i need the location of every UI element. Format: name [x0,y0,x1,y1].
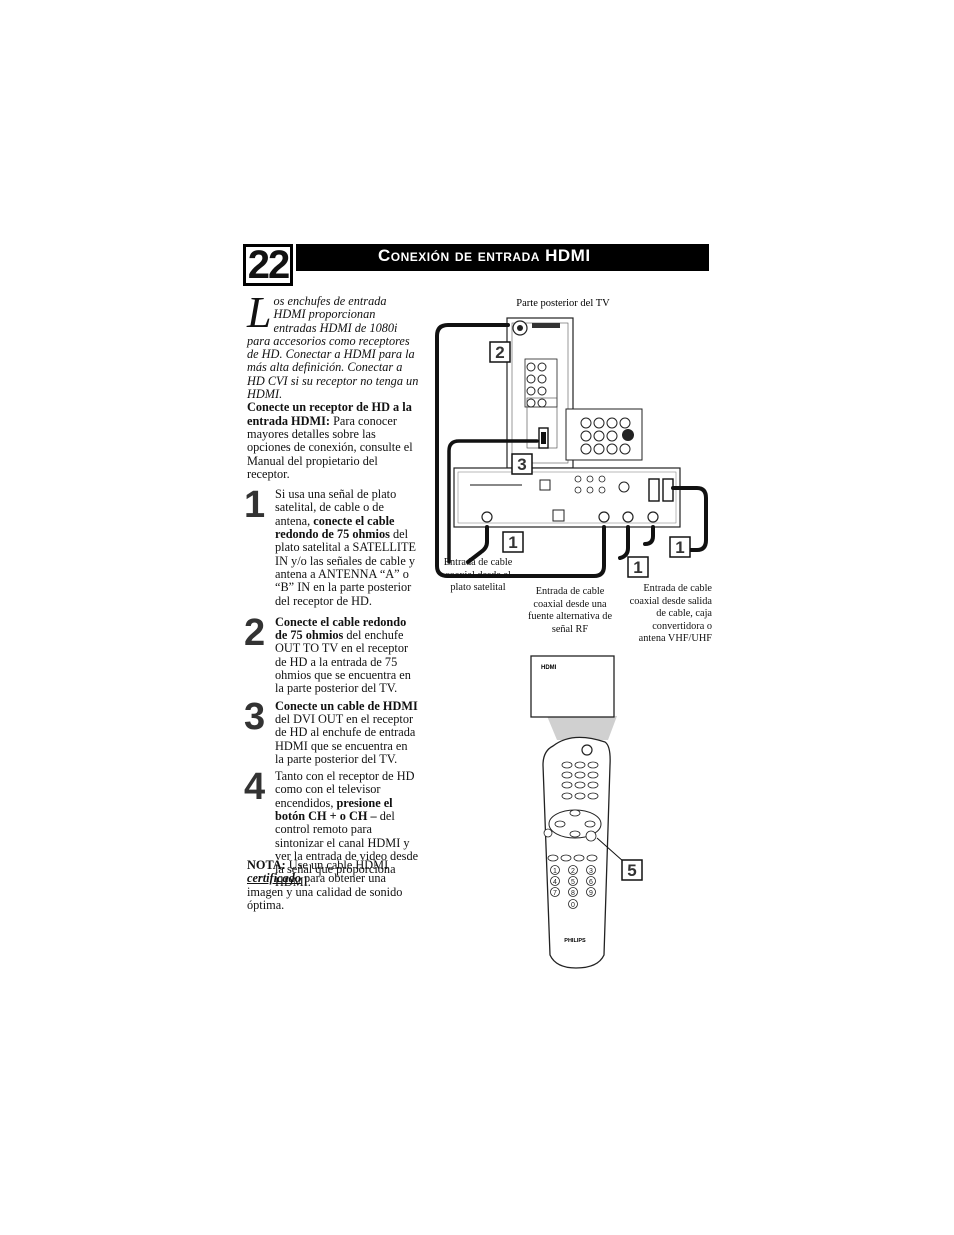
callout-5: 5 [621,859,643,881]
lead-text: Para conocer mayores detalles sobre las … [247,413,413,481]
cable-antenna-a [618,525,630,560]
intro-text: os enchufes de entrada HDMI proporcionan… [247,294,419,402]
step-2-text-b: del enchufe OUT TO TV en el receptor de … [275,628,411,696]
step-number-3: 3 [244,695,266,738]
remote-key-7[interactable]: 7 [553,890,557,897]
step-2-bold: Conecte el cable redondo de 75 ohmios [275,614,407,643]
step-1-text-a: Si usa una señal de plato satelital, de … [275,487,397,528]
step-1-bold: conecte el cable redondo de 75 ohmios [275,513,395,542]
caption-rf: Entrada de cable coaxial desde una fuent… [527,586,613,635]
hd-receiver [453,467,681,528]
receiver-out-to-tv [598,511,610,523]
remote-key-3[interactable]: 3 [589,868,593,875]
callout-1-antenna-b: 1 [669,536,691,558]
tv-screen: HDMI [530,655,617,740]
note-label: NOTA: [247,858,286,872]
tv-back-label: Parte posterior del TV [516,298,610,309]
step-4-bold: presione el botón CH + o CH – [275,795,393,823]
remote-key-1[interactable]: 1 [553,868,557,875]
remote-key-0[interactable]: 0 [571,902,575,909]
callout-1-satellite: 1 [502,531,524,553]
remote-key-6[interactable]: 6 [589,879,593,886]
cable-b-stub [643,525,655,546]
cables [435,323,708,578]
step-4-text-b: del control remoto para sintonizar el ca… [275,808,419,890]
title-bar: Conexión de entrada HDMI [296,244,709,271]
lead-bold: Conecte un receptor de HD a la entrada H… [247,400,412,428]
step-3-text-b: del DVI OUT en el receptor de HD al ench… [275,711,416,766]
caption-cable: Entrada de cable coaxial desde salida de… [629,583,712,644]
note-text-a: Use un cable HDMI [285,858,389,872]
cable-satellite [466,525,489,564]
callout-5-pointer [596,837,625,863]
remote-ch-button[interactable] [585,830,597,842]
screen-label: HDMI [541,665,557,671]
remote-power-button[interactable] [581,744,593,756]
tv-back-panel [506,317,574,469]
note-emphasis: certificado [247,871,301,886]
step-2: 2 Conecte el cable redondo de 75 ohmios … [244,611,419,696]
receiver-satellite-in [481,511,493,523]
callout-1-antenna-a: 1 [627,556,649,578]
svg-text:2: 2 [495,343,504,362]
step-4: 4 Tanto con el receptor de HD como con e… [244,766,419,890]
tv-av-panel [565,408,643,461]
remote-key-9[interactable]: 9 [589,890,593,897]
remote-brand-logo: PHILIPS [564,938,586,944]
lead-paragraph: Conecte un receptor de HD a la entrada H… [247,401,419,481]
step-number-1: 1 [244,484,266,527]
svg-text:1: 1 [508,533,517,552]
drop-cap: L [247,288,272,337]
caption-satellite: Entrada de cable coaxial desde el plato … [443,557,513,593]
note-text-b: para obtener una imagen y una calidad de… [247,871,403,912]
cable-out-to-tv [435,323,606,578]
step-3: 3 Conecte un cable de HDMI del DVI OUT e… [244,695,419,766]
step-3-bold: Conecte un cable de HDMI [275,698,418,713]
remote-key-8[interactable]: 8 [571,890,575,897]
page-title: Conexión de entrada HDMI [378,246,591,265]
svg-text:1: 1 [675,538,684,557]
step-number-4: 4 [244,766,266,809]
cable-antenna-b [671,486,708,552]
svg-text:3: 3 [517,455,526,474]
remote-key-5[interactable]: 5 [571,879,575,886]
step-number-2: 2 [244,611,266,654]
page-number: 22 [243,244,293,286]
svg-text:1: 1 [633,558,642,577]
callout-2: 2 [489,341,511,363]
receiver-antenna-b [647,511,659,523]
step-1: 1 Si usa una señal de plato satelital, d… [244,484,419,608]
step-4-text-a: Tanto con el receptor de HD como con el … [275,769,415,810]
note-paragraph: NOTA: Use un cable HDMI certificado para… [247,858,419,912]
receiver-antenna-a [622,511,634,523]
remote-key-2[interactable]: 2 [571,868,575,875]
cable-hdmi [447,439,539,564]
callout-3: 3 [511,453,533,475]
svg-text:5: 5 [627,861,636,880]
step-1-text-b: del plato satelital a SATELLITE IN y/o l… [275,527,417,608]
receiver-dvi-out [648,478,660,502]
remote-control: 1 2 3 4 5 6 7 8 9 0 PHILIPS [542,736,625,969]
remote-key-4[interactable]: 4 [553,879,557,886]
